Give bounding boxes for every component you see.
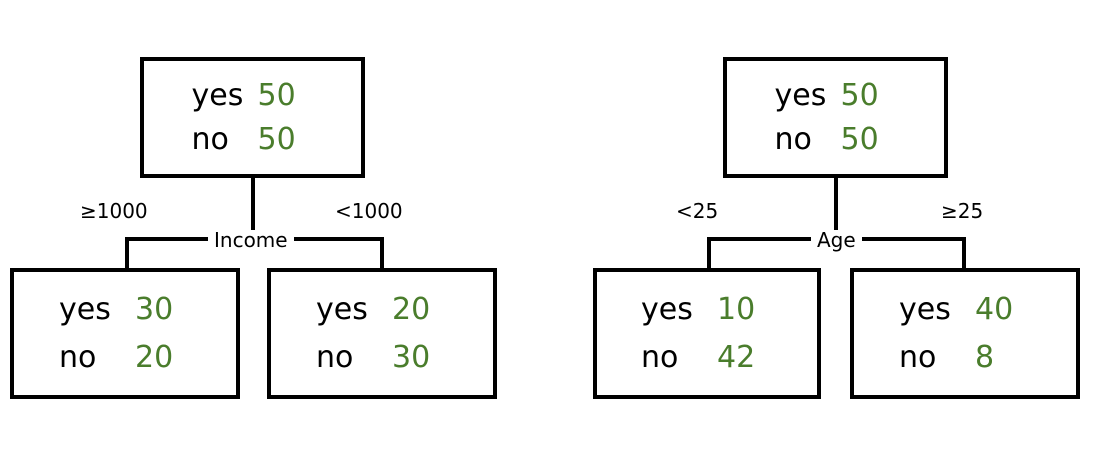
age-leaf-ge25-yes-label: yes [899, 291, 951, 327]
age-leaf-node-lt25: yes 10 no 42 [593, 268, 821, 399]
income-root-rows: yes 50 no 50 [191, 77, 314, 157]
age-leaf-ge25-yes-value: 40 [975, 291, 1014, 327]
income-root-stem [251, 178, 255, 239]
income-root-row-yes: yes 50 [191, 77, 314, 113]
age-branch-label-left: <25 [676, 199, 719, 223]
age-leaf-ge25-row-no: no 8 [899, 339, 1031, 375]
income-branch-label-right: <1000 [335, 199, 403, 223]
income-leaf-lt1000-yes-label: yes [316, 291, 368, 327]
income-root-no-value: 50 [257, 121, 296, 157]
age-leaf-lt25-rows: yes 10 no 42 [641, 291, 773, 375]
age-split-label: Age [811, 230, 862, 250]
income-root-yes-label: yes [191, 77, 244, 113]
age-root-no-value: 50 [840, 121, 879, 157]
income-branch-label-left: ≥1000 [80, 199, 148, 223]
income-leaf-node-lt1000: yes 20 no 30 [267, 268, 497, 399]
age-left-drop [707, 237, 711, 270]
income-leaf-lt1000-row-yes: yes 20 [316, 291, 448, 327]
income-leaf-node-ge1000: yes 30 no 20 [10, 268, 240, 399]
age-root-yes-value: 50 [840, 77, 879, 113]
age-leaf-ge25-no-label: no [899, 339, 937, 375]
age-right-drop [962, 237, 966, 270]
age-leaf-lt25-no-value: 42 [717, 339, 756, 375]
income-leaf-ge1000-rows: yes 30 no 20 [59, 291, 191, 375]
age-leaf-ge25-rows: yes 40 no 8 [899, 291, 1031, 375]
income-leaf-lt1000-row-no: no 30 [316, 339, 448, 375]
age-leaf-ge25-no-value: 8 [975, 339, 995, 375]
income-leaf-ge1000-no-value: 20 [135, 339, 174, 375]
income-leaf-lt1000-yes-value: 20 [392, 291, 431, 327]
age-leaf-lt25-yes-label: yes [641, 291, 693, 327]
income-leaf-ge1000-yes-label: yes [59, 291, 111, 327]
age-root-row-no: no 50 [774, 121, 897, 157]
age-root-stem [834, 178, 838, 239]
income-root-yes-value: 50 [257, 77, 296, 113]
age-root-node: yes 50 no 50 [723, 57, 948, 178]
income-root-node: yes 50 no 50 [140, 57, 365, 178]
age-leaf-lt25-no-label: no [641, 339, 679, 375]
income-leaf-lt1000-no-label: no [316, 339, 354, 375]
income-leaf-ge1000-row-yes: yes 30 [59, 291, 191, 327]
income-root-no-label: no [191, 121, 229, 157]
age-leaf-lt25-row-no: no 42 [641, 339, 773, 375]
age-root-no-label: no [774, 121, 812, 157]
income-leaf-ge1000-yes-value: 30 [135, 291, 174, 327]
income-right-drop [380, 237, 384, 270]
income-root-row-no: no 50 [191, 121, 314, 157]
income-leaf-ge1000-row-no: no 20 [59, 339, 191, 375]
age-leaf-lt25-yes-value: 10 [717, 291, 756, 327]
age-branch-label-right: ≥25 [941, 199, 984, 223]
income-leaf-lt1000-rows: yes 20 no 30 [316, 291, 448, 375]
income-left-drop [125, 237, 129, 270]
age-leaf-ge25-row-yes: yes 40 [899, 291, 1031, 327]
age-leaf-node-ge25: yes 40 no 8 [850, 268, 1080, 399]
age-leaf-lt25-row-yes: yes 10 [641, 291, 773, 327]
age-root-row-yes: yes 50 [774, 77, 897, 113]
income-leaf-lt1000-no-value: 30 [392, 339, 431, 375]
income-split-label: Income [208, 230, 294, 250]
age-root-rows: yes 50 no 50 [774, 77, 897, 157]
income-leaf-ge1000-no-label: no [59, 339, 97, 375]
age-root-yes-label: yes [774, 77, 827, 113]
